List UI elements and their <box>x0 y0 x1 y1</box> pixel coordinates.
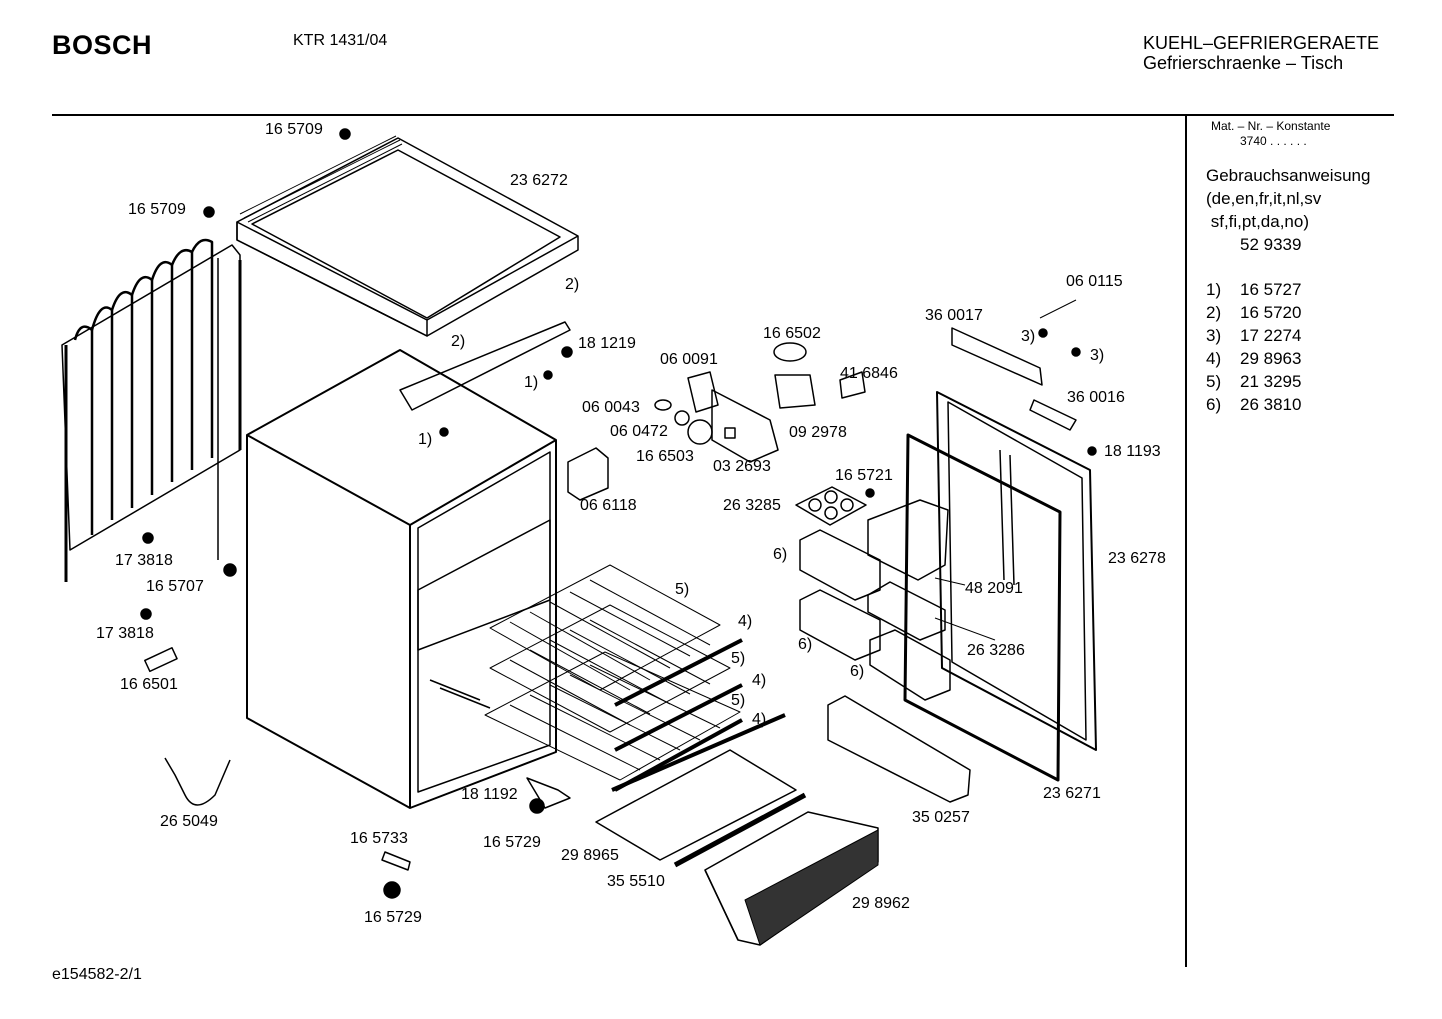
document-code: e154582-2/1 <box>52 966 142 983</box>
part-label: 4) <box>752 672 767 689</box>
manual-line: (de,en,fr,it,nl,sv <box>1206 189 1322 208</box>
condenser-coil <box>61 238 242 582</box>
part-label: 5) <box>731 650 746 667</box>
part-label: 16 5709 <box>128 201 186 218</box>
footnote-key: 2) <box>1206 303 1222 322</box>
part-label: 3) <box>1090 347 1105 364</box>
manual-line: Gebrauchsanweisung <box>1206 166 1371 185</box>
part-label: 17 3818 <box>96 625 154 642</box>
part-label: 23 6271 <box>1043 785 1101 802</box>
part-label: 16 5733 <box>350 830 408 847</box>
part-label: 2) <box>451 333 466 350</box>
glass-plate <box>595 749 797 861</box>
manual-line: sf,fi,pt,da,no) <box>1206 212 1309 231</box>
footnote-key: 3) <box>1206 326 1222 345</box>
footnote-value: 21 3295 <box>1240 372 1302 391</box>
brand-logo: BOSCH <box>52 30 153 60</box>
part-label: 26 3285 <box>723 497 781 514</box>
part-label: 2) <box>565 276 580 293</box>
door-bins <box>799 499 971 803</box>
egg-tray <box>795 486 867 526</box>
part-label: 1) <box>418 431 433 448</box>
part-label: 48 2091 <box>965 580 1023 597</box>
part-label: 1) <box>524 374 539 391</box>
leader-lines <box>934 299 1077 641</box>
small-parts <box>144 327 1077 871</box>
part-label: 6) <box>850 663 865 680</box>
part-label: 18 1219 <box>578 335 636 352</box>
part-label: 5) <box>675 581 690 598</box>
part-label: 23 6278 <box>1108 550 1166 567</box>
part-label: 6) <box>798 636 813 653</box>
part-label: 26 5049 <box>160 813 218 830</box>
part-label: 23 6272 <box>510 172 568 189</box>
footnote-value: 16 5727 <box>1240 280 1302 299</box>
screws <box>140 128 1097 899</box>
manual-part-number: 52 9339 <box>1240 235 1302 254</box>
part-label: 06 6118 <box>580 497 637 514</box>
footnote-value: 16 5720 <box>1240 303 1302 322</box>
part-label: 17 3818 <box>115 552 173 569</box>
part-label: 36 0017 <box>925 307 983 324</box>
footnote-key: 4) <box>1206 349 1222 368</box>
header-divider <box>52 114 1394 116</box>
part-label: 35 5510 <box>607 873 665 890</box>
mat-nr-title: Mat. – Nr. – Konstante <box>1211 119 1331 133</box>
part-label: 06 0043 <box>582 399 640 416</box>
part-label: 06 0091 <box>660 351 718 368</box>
part-label: 41 6846 <box>840 365 898 382</box>
part-label: 4) <box>738 613 753 630</box>
footnote-key: 1) <box>1206 280 1222 299</box>
part-label: 09 2978 <box>789 424 847 441</box>
footnote-key: 6) <box>1206 395 1222 414</box>
door-assembly <box>903 391 1097 782</box>
footnote-value: 17 2274 <box>1240 326 1302 345</box>
part-label: 5) <box>731 692 746 709</box>
wire-shelves <box>484 564 741 781</box>
part-label: 16 5729 <box>483 834 541 851</box>
footnote-value: 29 8963 <box>1240 349 1302 368</box>
part-label: 16 6502 <box>763 325 821 342</box>
part-label: 16 5721 <box>835 467 893 484</box>
footnote-value: 26 3810 <box>1240 395 1302 414</box>
part-label: 4) <box>752 711 767 728</box>
footnote-key: 5) <box>1206 372 1222 391</box>
part-label: 16 6501 <box>120 676 178 693</box>
thermostat-parts <box>567 342 866 501</box>
top-cover <box>236 135 579 337</box>
part-label: 16 6503 <box>636 448 694 465</box>
part-label: 16 5709 <box>265 121 323 138</box>
part-label: 06 0472 <box>610 423 668 440</box>
part-label: 36 0016 <box>1067 389 1125 406</box>
part-label: 16 5707 <box>146 578 204 595</box>
part-label: 06 0115 <box>1066 273 1123 290</box>
part-label: 6) <box>773 546 788 563</box>
category-title: KUEHL–GEFRIERGERAETE <box>1143 33 1380 53</box>
mat-nr-value: 3740 . . . . . . <box>1240 134 1307 148</box>
crisper-drawer <box>704 811 879 946</box>
hinge-bracket <box>399 321 571 411</box>
glass-trim <box>673 792 807 868</box>
part-label: 18 1193 <box>1104 443 1161 460</box>
part-label: 18 1192 <box>461 786 518 803</box>
part-label: 29 8965 <box>561 847 619 864</box>
part-label: 26 3286 <box>967 642 1025 659</box>
part-label: 16 5729 <box>364 909 422 926</box>
part-label: 29 8962 <box>852 895 910 912</box>
model-number: KTR 1431/04 <box>293 32 388 49</box>
category-subtitle: Gefrierschraenke – Tisch <box>1143 53 1344 73</box>
part-label: 03 2693 <box>713 458 771 475</box>
cabinet-body <box>246 349 557 809</box>
part-label: 35 0257 <box>912 809 970 826</box>
sidebar-divider <box>1185 115 1187 967</box>
part-label: 3) <box>1021 328 1036 345</box>
